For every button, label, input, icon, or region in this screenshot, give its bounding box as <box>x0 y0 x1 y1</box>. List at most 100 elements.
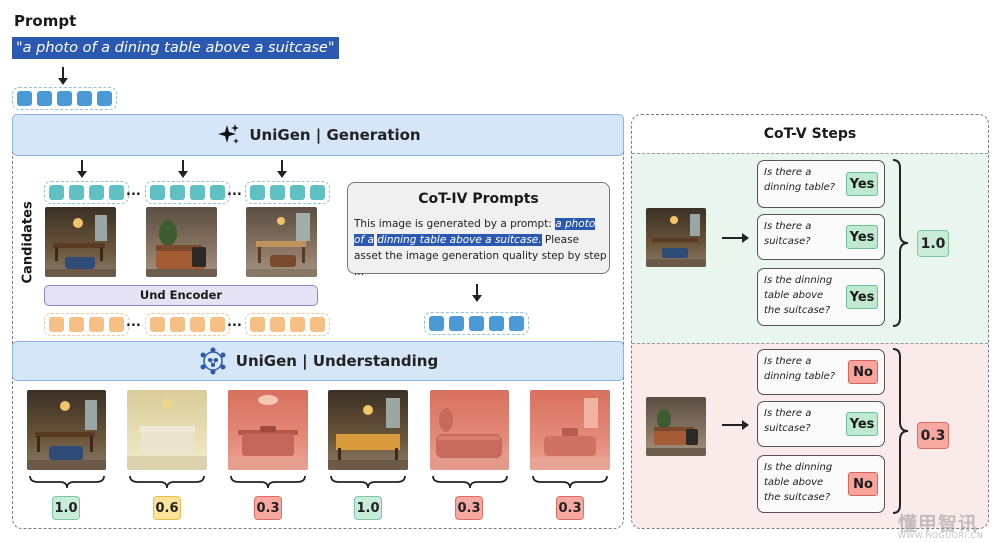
candidates-label: Candidates <box>20 201 36 284</box>
token <box>509 316 524 331</box>
cot-iv-title: CoT-IV Prompts <box>418 191 539 207</box>
answer-badge: Yes <box>846 172 878 196</box>
cot-iv-tokens <box>424 312 529 335</box>
token <box>57 91 72 106</box>
cot-iv-text: This image is generated by a prompt: a p… <box>354 216 608 280</box>
token <box>49 185 64 200</box>
score-badge: 0.3 <box>556 496 584 520</box>
prompt-heading: Prompt <box>14 12 77 30</box>
question-box: Is there a suitcase? Yes <box>757 214 885 260</box>
answer-badge: Yes <box>846 285 878 309</box>
question-box: Is the dinning table above the suitcase?… <box>757 268 885 326</box>
und-tokens-1 <box>44 313 129 336</box>
cot-iv-box: CoT-IV Prompts This image is generated b… <box>347 182 610 278</box>
cot-iv-highlight-2: dinning table above a suitcase. <box>377 234 542 246</box>
token <box>210 317 225 332</box>
token <box>49 317 64 332</box>
token <box>190 185 205 200</box>
token <box>290 317 305 332</box>
token <box>69 185 84 200</box>
prompt-text: "a photo of a dining table above a suitc… <box>12 37 339 59</box>
brace-5 <box>432 475 508 489</box>
cot-v-brace-1 <box>892 159 909 327</box>
question-text: Is there a suitcase? <box>764 221 812 247</box>
question-box: Is the dinning table above the suitcase?… <box>757 455 885 513</box>
question-text: Is the dinning table above the suitcase? <box>764 462 833 503</box>
brace-2 <box>129 475 205 489</box>
cot-v-score: 0.3 <box>917 422 949 449</box>
cot-v-arrow-2 <box>722 420 749 430</box>
scored-image-6 <box>530 390 610 470</box>
token <box>109 185 124 200</box>
question-box: Is there a suitcase? Yes <box>757 401 885 447</box>
candidate-image-3 <box>246 207 317 277</box>
token <box>310 185 325 200</box>
score-badge: 1.0 <box>52 496 80 520</box>
cot-v-brace-2 <box>892 348 909 514</box>
token <box>150 185 165 200</box>
token <box>109 317 124 332</box>
cot-v-score: 1.0 <box>917 230 949 257</box>
candidate-image-1 <box>45 207 116 277</box>
token <box>290 185 305 200</box>
prompt-arrow <box>58 67 68 85</box>
gen-arrow-2 <box>178 160 188 178</box>
generation-bar: UniGen | Generation <box>12 114 624 156</box>
question-box: Is there a dinning table? Yes <box>757 160 885 208</box>
question-text: Is there a dinning table? <box>764 167 836 193</box>
watermark-url: WWW.HOGUORI.CN <box>898 531 984 540</box>
ellipsis: ... <box>227 184 242 199</box>
ellipsis: ... <box>227 315 242 330</box>
cot-v-image-1 <box>646 208 706 267</box>
token <box>89 317 104 332</box>
candidate-image-2 <box>146 207 217 277</box>
cot-v-arrow-1 <box>722 233 749 243</box>
token <box>37 91 52 106</box>
token <box>170 317 185 332</box>
prompt-tokens <box>12 87 117 110</box>
scored-image-4 <box>328 390 408 470</box>
gen-tokens-3 <box>245 181 330 204</box>
token <box>469 316 484 331</box>
token <box>190 317 205 332</box>
und-encoder: Und Encoder <box>44 285 318 306</box>
gen-tokens-2 <box>145 181 230 204</box>
token <box>97 91 112 106</box>
scored-image-5 <box>430 390 509 470</box>
scored-image-1 <box>27 390 106 470</box>
answer-badge: No <box>848 472 878 496</box>
token <box>489 316 504 331</box>
understanding-label: UniGen | Understanding <box>235 352 439 370</box>
gen-arrow-1 <box>77 160 87 178</box>
question-text: Is there a dinning table? <box>764 356 836 382</box>
ellipsis: ... <box>126 315 141 330</box>
token <box>250 317 265 332</box>
answer-badge: Yes <box>846 225 878 249</box>
token <box>210 185 225 200</box>
token <box>77 91 92 106</box>
gen-tokens-1 <box>44 181 129 204</box>
token <box>270 317 285 332</box>
network-icon <box>200 347 226 375</box>
scored-image-2 <box>127 390 207 470</box>
cot-iv-arrow <box>472 284 482 302</box>
token <box>89 185 104 200</box>
score-badge: 0.6 <box>153 496 181 520</box>
token <box>429 316 444 331</box>
token <box>150 317 165 332</box>
cot-iv-text-after: Please asset the image generation qualit… <box>354 234 607 278</box>
brace-6 <box>532 475 608 489</box>
token <box>69 317 84 332</box>
brace-4 <box>330 475 406 489</box>
watermark-cn: 懂甲智讯 <box>898 513 979 535</box>
und-tokens-3 <box>245 313 330 336</box>
question-box: Is there a dinning table? No <box>757 349 885 395</box>
cot-v-title: CoT-V Steps <box>763 126 857 142</box>
gen-arrow-3 <box>277 160 287 178</box>
cot-iv-text-before: This image is generated by a prompt: <box>354 218 556 230</box>
answer-badge: No <box>848 360 878 384</box>
token <box>250 185 265 200</box>
score-badge: 0.3 <box>455 496 483 520</box>
understanding-bar: UniGen | Understanding <box>12 341 624 381</box>
ellipsis: ... <box>126 184 141 199</box>
